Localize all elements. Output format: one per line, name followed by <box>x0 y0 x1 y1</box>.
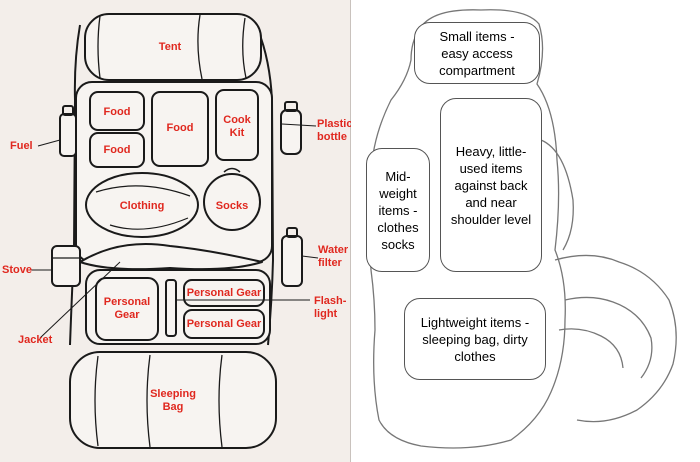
zone-small-items-text: Small items - easy access compartment <box>439 28 515 78</box>
zone-heavy-items-text: Heavy, little- used items against back a… <box>450 143 532 227</box>
tent-roll <box>84 13 262 81</box>
zone-lightweight-text: Lightweight items - sleeping bag, dirty … <box>420 314 530 364</box>
food-center-box <box>151 91 209 167</box>
water-filter-shape <box>281 235 303 287</box>
tent-label: Tent <box>158 41 182 53</box>
personal-gear-left-box <box>95 277 159 341</box>
fuel-bottle-shape <box>59 113 77 157</box>
plastic-bottle-shape <box>280 109 302 155</box>
sleeping-bag-label: Sleeping Bag <box>150 388 196 413</box>
flashlight-shape <box>165 279 177 337</box>
personal-gear-bottom-right-label: Personal Gear <box>186 318 262 330</box>
clothing-sack <box>85 172 199 238</box>
clothing-label: Clothing <box>119 200 165 212</box>
lower-bag-body <box>85 269 271 345</box>
jacket-callout: Jacket <box>18 334 53 346</box>
personal-gear-left-label: Personal Gear <box>103 296 151 321</box>
zone-lightweight: Lightweight items - sleeping bag, dirty … <box>404 298 546 380</box>
zone-mid-weight: Mid- weight items - clothes socks <box>366 148 430 272</box>
flashlight-callout: Flash- light <box>314 295 347 320</box>
zone-heavy-items: Heavy, little- used items against back a… <box>440 98 542 272</box>
stove-shape <box>51 245 81 287</box>
food-bottom-left-label: Food <box>103 144 131 156</box>
cook-kit-box <box>215 89 259 161</box>
cook-kit-label: Cook Kit <box>223 114 251 139</box>
food-bottom-left-box <box>89 132 145 168</box>
food-top-left-label: Food <box>103 106 131 118</box>
pack-illustration-panel: Tent Food Food Food Cook Kit Clothing So… <box>0 0 353 462</box>
plastic-bottle-callout: Plastic bottle <box>317 118 353 143</box>
stove-callout: Stove <box>2 264 32 276</box>
packing-zones-panel: Small items - easy access compartment He… <box>351 0 700 462</box>
personal-gear-top-right-box <box>183 279 265 307</box>
fuel-callout: Fuel <box>10 140 33 152</box>
food-top-left-box <box>89 91 145 131</box>
socks-label: Socks <box>215 200 249 212</box>
frame-outline <box>554 254 677 423</box>
zone-mid-weight-text: Mid- weight items - clothes socks <box>377 168 419 252</box>
personal-gear-top-right-label: Personal Gear <box>186 287 262 299</box>
food-center-label: Food <box>166 122 194 134</box>
zone-small-items: Small items - easy access compartment <box>414 22 540 84</box>
sleeping-bag-roll <box>69 351 277 449</box>
water-filter-callout: Water filter <box>318 244 349 269</box>
personal-gear-bottom-right-box <box>183 309 265 339</box>
pack-drawing <box>28 13 319 449</box>
socks-sack <box>203 173 261 231</box>
